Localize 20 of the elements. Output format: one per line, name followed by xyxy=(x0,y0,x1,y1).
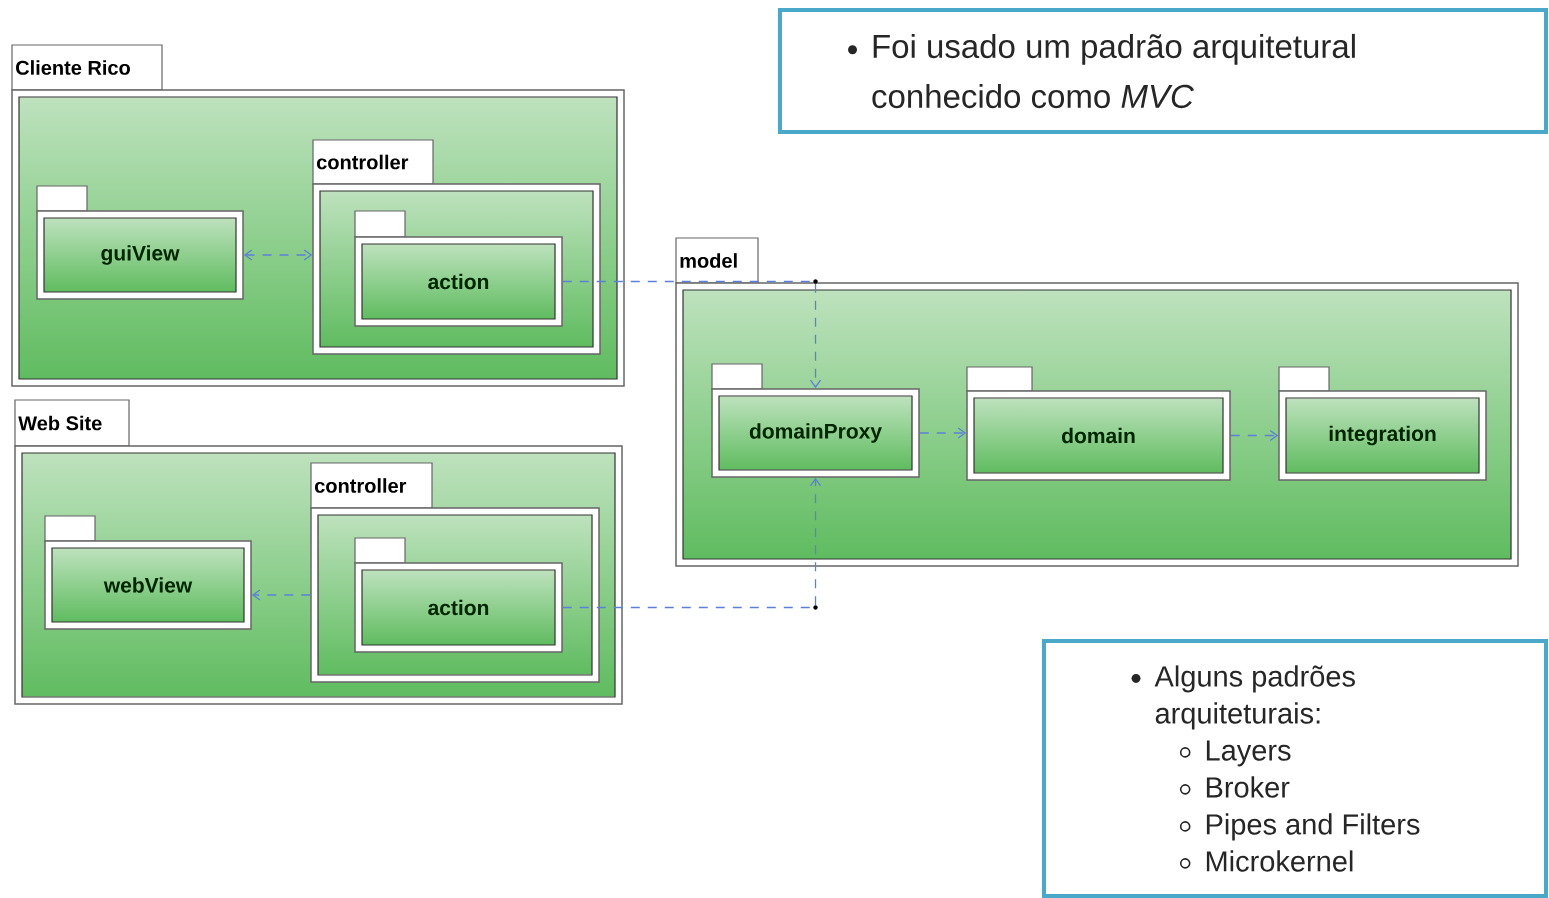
node-label: controller xyxy=(316,154,409,170)
dependency-arrow xyxy=(562,279,822,389)
package: integration xyxy=(1278,366,1487,481)
package: action xyxy=(354,210,563,327)
dependency-arrow xyxy=(243,249,313,261)
package: domainProxy xyxy=(711,363,920,478)
note-box: Alguns padrões arquiteturais: Layers Broker Pipes and Filters Microkernel xyxy=(1042,639,1548,898)
package: guiView xyxy=(36,185,244,300)
node-label: Cliente Rico xyxy=(16,60,130,75)
note-box: Foi usado um padrão arquitetural conhecido como MVC xyxy=(778,8,1548,134)
package: domain xyxy=(966,366,1231,481)
node-label: Web Site xyxy=(18,415,102,431)
dependency-arrow xyxy=(919,427,967,439)
package: webView xyxy=(44,515,252,630)
dependency-arrow xyxy=(251,589,311,601)
node-label: model xyxy=(680,253,737,268)
package: action xyxy=(354,537,563,653)
dependency-arrow xyxy=(562,477,822,610)
node-label: controller xyxy=(314,478,407,493)
dependency-arrow xyxy=(1230,429,1279,442)
